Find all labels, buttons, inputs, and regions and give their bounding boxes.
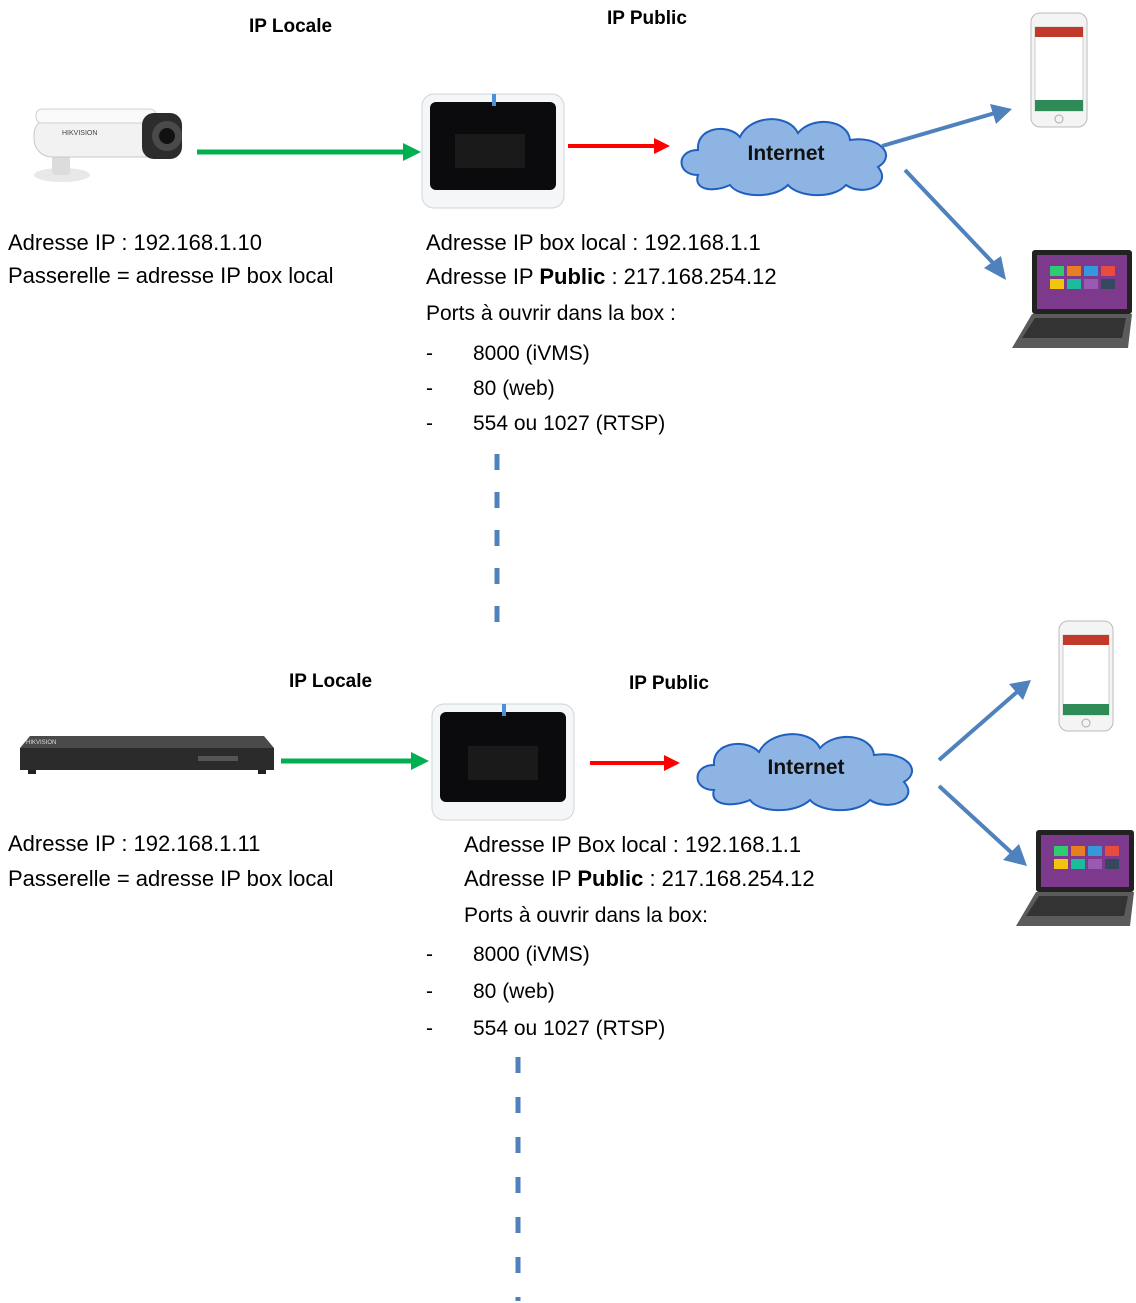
list-item: -8000 (iVMS) [426,342,590,365]
list-dash: - [426,342,433,365]
list-dash: - [426,412,433,435]
list-item: -8000 (iVMS) [426,943,590,966]
internet-box-icon [431,703,575,821]
camera-ip-text: Adresse IP : 192.168.1.10 [8,230,262,255]
cloud-label: Internet [747,142,824,165]
cloud-icon: Internet [696,733,914,812]
box-public-ip-value: : 217.168.254.12 [605,264,777,289]
box-public-ip-text: Adresse IP Public : 217.168.254.12 [426,266,777,288]
box-local-ip-prefix: Adresse IP box local : [426,230,645,255]
green-arrow-nvr-to-box [281,752,429,770]
box-public-ip-text: Adresse IP Public : 217.168.254.12 [464,868,815,890]
cloud-label: Internet [767,756,844,779]
laptop-icon [1012,250,1132,348]
list-item: -80 (web) [426,377,555,400]
label-ip-public-2: IP Public [629,673,709,694]
laptop-icon [1016,830,1134,926]
nvr-gateway-text: Passerelle = adresse IP box local [8,866,334,891]
list-dash: - [426,943,433,966]
box-local-ip-value: 192.168.1.1 [684,832,802,857]
blue-arrows-internet-to-devices [881,104,1012,280]
nvr-ip-text: Adresse IP : 192.168.1.11 [8,831,261,856]
box-local-ip-prefix: Adresse IP Box local : [464,832,685,857]
svg-text:HIKVISION: HIKVISION [62,130,97,137]
green-arrow-camera-to-box [197,143,421,161]
box-local-ip-text: Adresse IP Box local : 192.168.1.1 [464,834,801,856]
label-ip-locale-1: IP Locale [249,16,333,37]
list-dash: - [426,1017,433,1040]
label-ip-public-1: IP Public [607,8,687,29]
blue-arrows-internet-to-devices [937,680,1031,866]
list-item: -554 ou 1027 (RTSP) [426,412,666,435]
ports-title: Ports à ouvrir dans la box: [464,904,708,927]
ports-title: Ports à ouvrir dans la box : [426,302,676,325]
list-dash: - [426,377,433,400]
red-arrow-box-to-internet [590,755,680,771]
label-ip-locale-2: IP Locale [289,671,373,692]
box-public-label: Public [577,866,644,891]
box-public-ip-value: : 217.168.254.12 [643,866,815,891]
box-local-ip-value: 192.168.1.1 [644,230,761,255]
dashed-separator-2 [515,1057,521,1301]
ip-camera-icon: HIKVISION [33,108,182,182]
dashed-separator-1 [494,454,500,628]
smartphone-icon [1030,12,1088,128]
list-item: -554 ou 1027 (RTSP) [426,1017,666,1040]
smartphone-icon [1058,620,1114,732]
internet-box-icon [421,93,565,209]
cloud-icon: Internet [680,118,887,197]
box-public-label: Public [539,264,606,289]
list-dash: - [426,980,433,1003]
box-public-ip-prefix: Adresse IP [426,264,540,289]
nvr-recorder-icon: HIKVISION [20,736,274,774]
list-item: -80 (web) [426,980,555,1003]
svg-text:HIKVISION: HIKVISION [26,740,56,746]
box-local-ip-text: Adresse IP box local : 192.168.1.1 [426,232,761,254]
camera-gateway-text: Passerelle = adresse IP box local [8,263,334,288]
box-public-ip-prefix: Adresse IP [464,866,578,891]
red-arrow-box-to-internet [568,138,670,154]
